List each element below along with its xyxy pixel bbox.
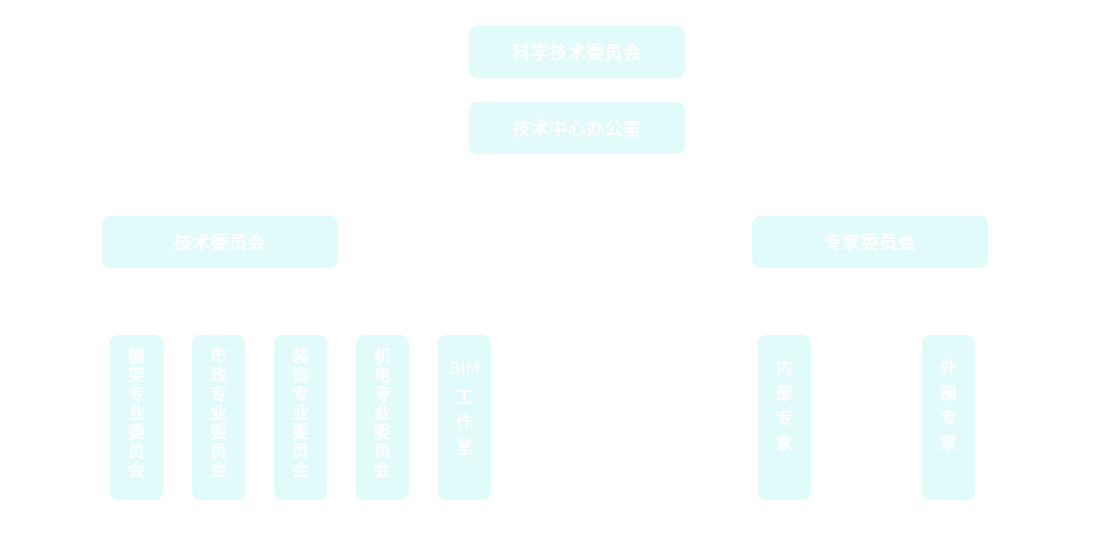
node-root[interactable]: 科学技术委员会 bbox=[469, 26, 685, 78]
node-char: 作 bbox=[456, 413, 473, 433]
node-decoration-committee[interactable]: 装饰专业委员会 bbox=[274, 335, 327, 500]
node-bim-studio-latin: BIM bbox=[448, 359, 481, 379]
node-char: 会 bbox=[292, 461, 309, 481]
node-char: 部 bbox=[940, 384, 957, 404]
node-char: 专 bbox=[940, 409, 957, 429]
node-char: 委 bbox=[128, 423, 145, 443]
node-char: 架 bbox=[128, 366, 145, 386]
node-char: 家 bbox=[776, 434, 793, 454]
node-char: 会 bbox=[128, 461, 145, 481]
node-expert-committee[interactable]: 专家委员会 bbox=[752, 216, 988, 268]
node-char: 部 bbox=[776, 384, 793, 404]
node-char: 室 bbox=[456, 438, 473, 458]
node-char: 业 bbox=[374, 404, 391, 424]
node-tech-committee-label: 技术委员会 bbox=[173, 233, 267, 254]
node-char: 内 bbox=[776, 359, 793, 379]
node-char: 业 bbox=[292, 404, 309, 424]
node-expert-committee-label: 专家委员会 bbox=[823, 233, 917, 254]
node-char: 专 bbox=[210, 385, 227, 405]
node-char: 市 bbox=[210, 347, 227, 367]
node-internal-experts[interactable]: 内部专家 bbox=[758, 335, 811, 500]
node-char: 专 bbox=[776, 409, 793, 429]
node-char: 工 bbox=[456, 388, 473, 408]
node-char: 专 bbox=[374, 385, 391, 405]
node-char: 员 bbox=[292, 442, 309, 462]
node-char: 家 bbox=[940, 434, 957, 454]
node-char: 饰 bbox=[292, 366, 309, 386]
node-bim-studio[interactable]: BIM 工作室 bbox=[438, 335, 491, 500]
node-char: 专 bbox=[292, 385, 309, 405]
node-char: 委 bbox=[374, 423, 391, 443]
node-char: 电 bbox=[374, 366, 391, 386]
node-mep-committee[interactable]: 机电专业委员会 bbox=[356, 335, 409, 500]
node-municipal-committee[interactable]: 市政专业委员会 bbox=[192, 335, 245, 500]
node-char: 业 bbox=[210, 404, 227, 424]
node-root-label: 科学技术委员会 bbox=[512, 43, 642, 64]
node-tech-committee[interactable]: 技术委员会 bbox=[102, 216, 338, 268]
node-formwork-committee[interactable]: 模架专业委员会 bbox=[110, 335, 163, 500]
node-char: 会 bbox=[210, 461, 227, 481]
node-char: 业 bbox=[128, 404, 145, 424]
node-char: 会 bbox=[374, 461, 391, 481]
node-external-experts[interactable]: 外部专家 bbox=[922, 335, 975, 500]
node-char: 员 bbox=[210, 442, 227, 462]
node-char: 员 bbox=[128, 442, 145, 462]
node-char: 员 bbox=[374, 442, 391, 462]
node-char: 委 bbox=[292, 423, 309, 443]
node-char: 委 bbox=[210, 423, 227, 443]
node-bim-studio-rest: 工作室 bbox=[456, 386, 473, 461]
node-char: 政 bbox=[210, 366, 227, 386]
node-char: 专 bbox=[128, 385, 145, 405]
node-char: 外 bbox=[940, 359, 957, 379]
node-char: 模 bbox=[128, 347, 145, 367]
node-char: 装 bbox=[292, 347, 309, 367]
node-office-label: 技术中心办公室 bbox=[512, 119, 642, 140]
node-office[interactable]: 技术中心办公室 bbox=[469, 102, 685, 154]
node-char: 机 bbox=[374, 347, 391, 367]
